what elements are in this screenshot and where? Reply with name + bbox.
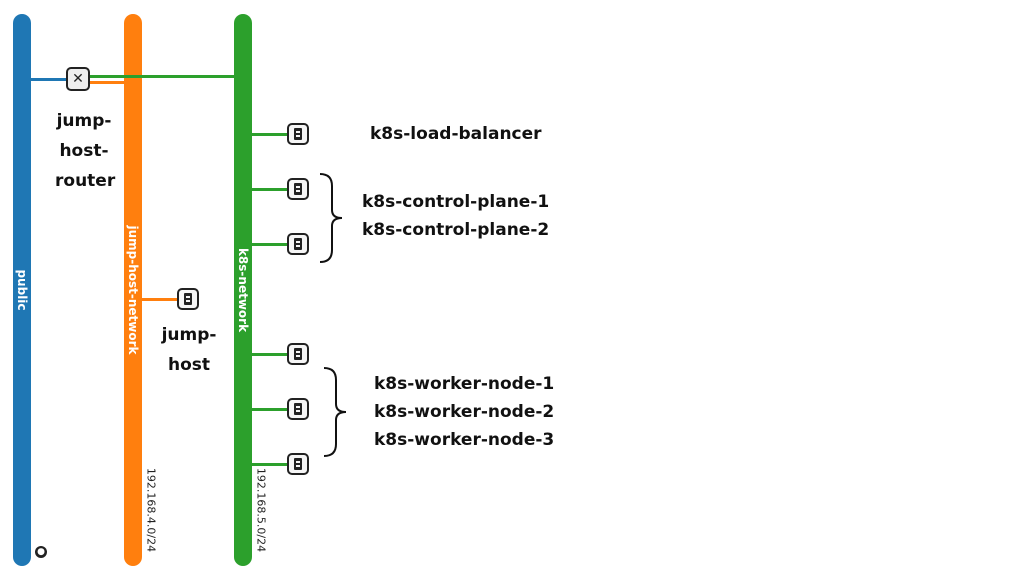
router-jump-link xyxy=(89,81,125,84)
jump-host-server-icon[interactable] xyxy=(177,288,199,310)
worker-node-label: k8s-worker-node-3 xyxy=(374,430,555,450)
worker-node-1-link xyxy=(252,353,288,356)
worker-node-2-server-icon[interactable] xyxy=(287,398,309,420)
control-plane-1-server-icon[interactable] xyxy=(287,178,309,200)
load-balancer-link xyxy=(252,133,288,136)
jump-host-link xyxy=(142,298,178,301)
k8s-network-cidr: 192.168.5.0/24 xyxy=(254,467,268,553)
jump-host-network-cidr-wrap: 192.168.4.0/24 xyxy=(144,460,158,560)
k8s-network-label: k8s-network xyxy=(236,247,250,333)
router-label-line: router xyxy=(55,171,116,191)
control-plane-2-link xyxy=(252,243,288,246)
worker-node-2-link xyxy=(252,408,288,411)
jump-host-network-label: jump-host-network xyxy=(126,225,140,355)
control-plane-2-server-icon[interactable] xyxy=(287,233,309,255)
k8s-network-cidr-wrap: 192.168.5.0/24 xyxy=(254,460,268,560)
worker-node-3-link xyxy=(252,463,288,466)
worker-labels: k8s-worker-node-1 k8s-worker-node-2 k8s-… xyxy=(374,370,554,454)
control-plane-label: k8s-control-plane-1 xyxy=(362,192,550,212)
public-network-label: public xyxy=(15,269,29,311)
globe-icon: ● xyxy=(35,546,47,558)
public-network-bar[interactable]: public xyxy=(13,14,31,566)
router-k8s-link xyxy=(89,75,235,78)
router-icon[interactable]: ✕ xyxy=(66,67,90,91)
control-plane-1-link xyxy=(252,188,288,191)
router-label: jump- host- router xyxy=(55,106,116,196)
control-plane-label: k8s-control-plane-2 xyxy=(362,220,550,240)
control-plane-labels: k8s-control-plane-1 k8s-control-plane-2 xyxy=(362,188,549,244)
router-label-line: jump- xyxy=(56,111,112,131)
jump-host-network-cidr: 192.168.4.0/24 xyxy=(144,467,158,553)
router-public-link xyxy=(31,78,67,81)
control-plane-brace xyxy=(319,173,343,263)
jump-host-label-line: jump- xyxy=(161,325,217,345)
worker-node-3-server-icon[interactable] xyxy=(287,453,309,475)
worker-node-1-server-icon[interactable] xyxy=(287,343,309,365)
worker-node-label: k8s-worker-node-2 xyxy=(374,402,555,422)
jump-host-network-bar[interactable]: jump-host-network xyxy=(124,14,142,566)
worker-brace xyxy=(323,367,347,457)
k8s-network-bar[interactable]: k8s-network xyxy=(234,14,252,566)
jump-host-label-line: host xyxy=(167,355,211,375)
worker-node-label: k8s-worker-node-1 xyxy=(374,374,555,394)
load-balancer-label: k8s-load-balancer xyxy=(370,124,542,144)
load-balancer-server-icon[interactable] xyxy=(287,123,309,145)
jump-host-label: jump- host xyxy=(160,320,218,380)
router-label-line: host- xyxy=(59,141,109,161)
